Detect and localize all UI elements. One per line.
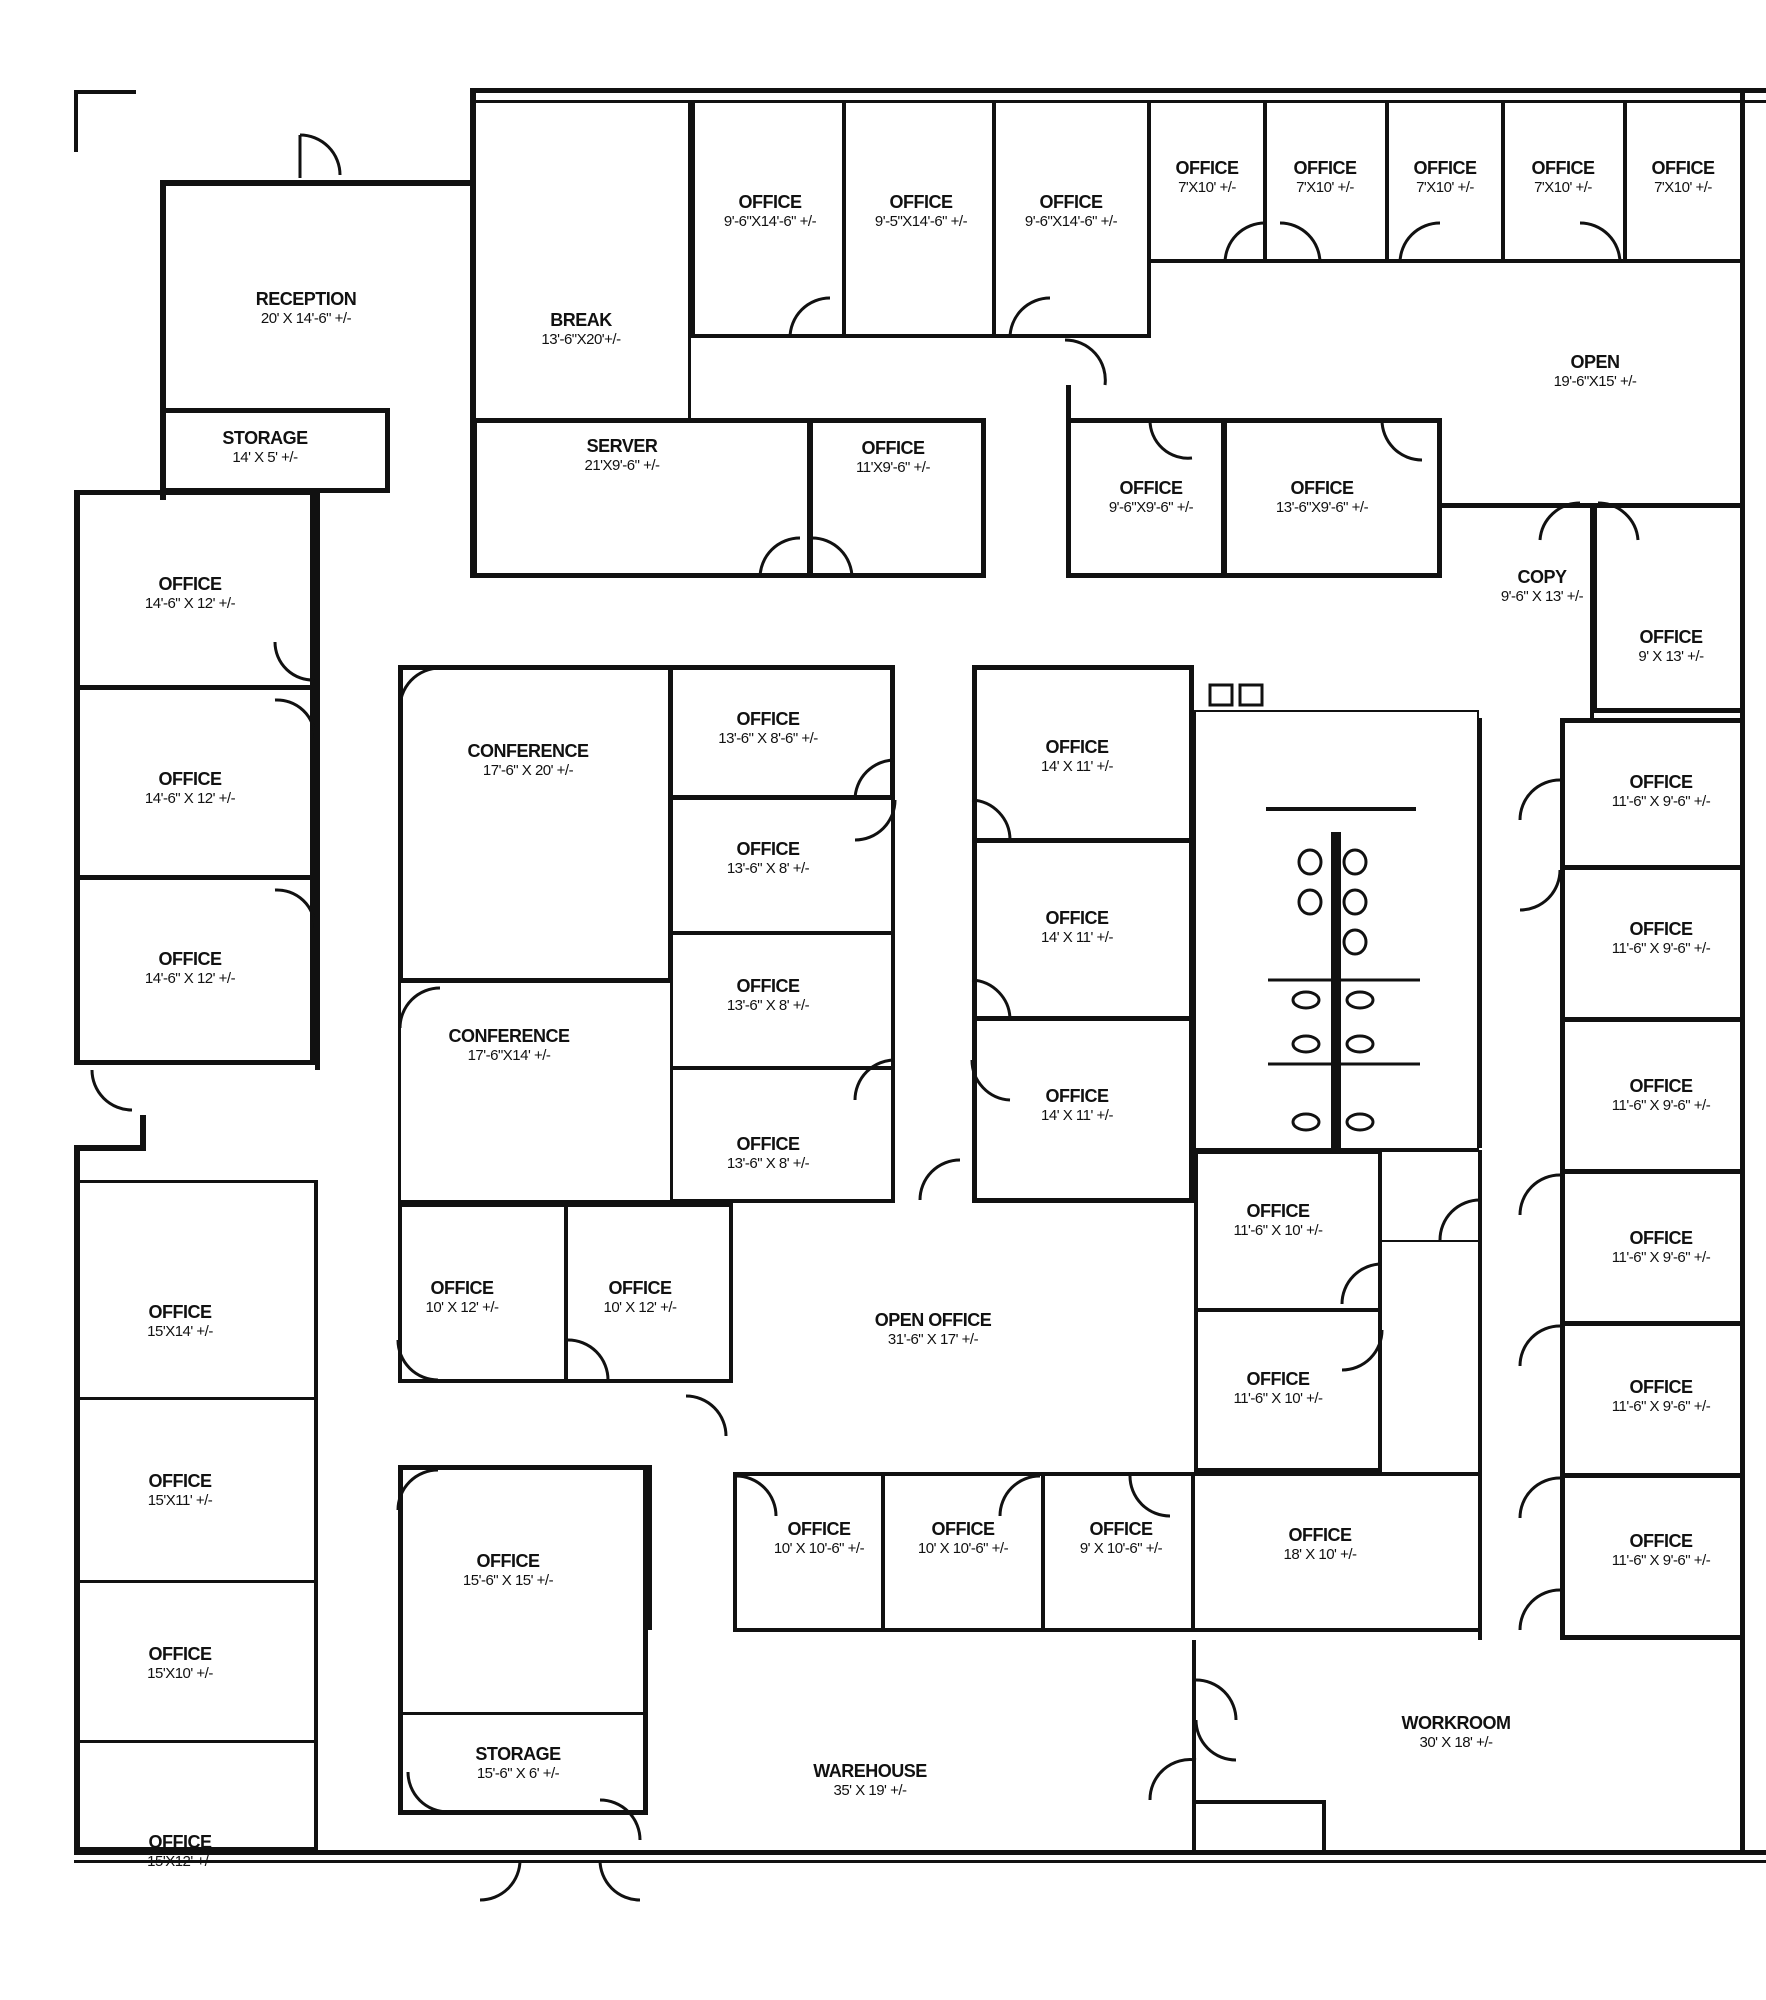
reception-wall-top [160,180,470,186]
exterior-wall-left [74,490,80,1065]
exterior-wall-right [1740,93,1745,1853]
corridor-wall-2 [1590,503,1594,718]
exterior-wall-bottom-outer [74,1860,1766,1863]
corner-mark [74,90,136,94]
exterior-wall-top-inner [470,100,1766,103]
reception-wall-left [160,180,166,500]
corridor-wall-7 [315,490,320,1070]
warehouse-workroom-wall [1192,1640,1196,1850]
corridor-wall-4 [1478,1150,1482,1640]
exterior-wall-left-upper [470,88,476,578]
corner-mark-v [74,90,78,152]
corridor-wall-6 [315,1180,318,1850]
exterior-wall-bottom [74,1850,1766,1855]
corridor-wall-3 [1478,718,1482,1148]
exterior-wall-left-lower [74,1145,80,1855]
corridor-wall-5 [648,1465,652,1630]
jog-wall [74,1145,146,1151]
room-workroom-closet [1196,1800,1326,1850]
exterior-wall-top [470,88,1766,93]
jog-wall-v [140,1115,146,1151]
corridor-wall-1 [1066,385,1071,420]
